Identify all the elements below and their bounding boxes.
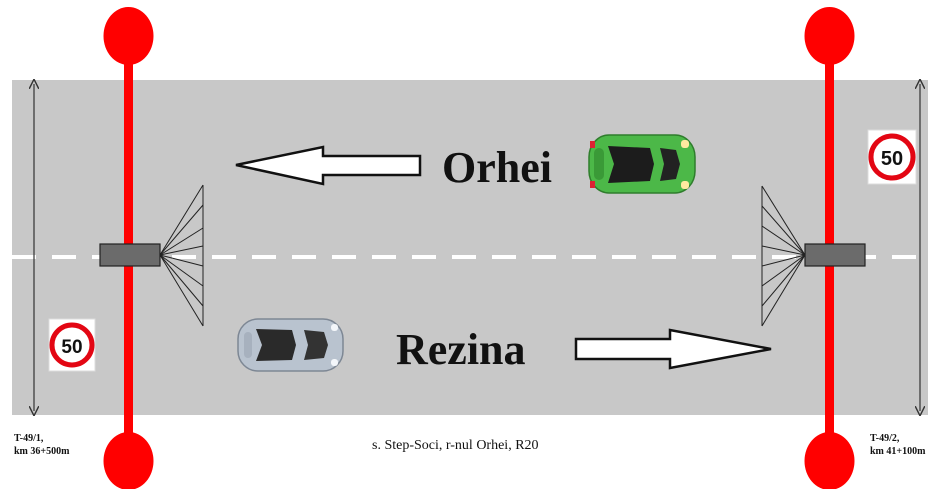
left-station-km: km 36+500m bbox=[14, 446, 70, 457]
left-direction-arrow bbox=[235, 145, 422, 186]
left-station-label: T-49/1, km 36+500m bbox=[14, 432, 69, 458]
direction-label-lower: Rezina bbox=[396, 325, 526, 374]
left-radar-sensor bbox=[99, 243, 161, 267]
right-direction-arrow bbox=[574, 328, 772, 370]
location-label: s. Step-Soci, r-nul Orhei, R20 bbox=[372, 438, 539, 453]
right-station-km: km 41+100m bbox=[870, 446, 926, 457]
left-radar-beam bbox=[159, 184, 204, 327]
speed-limit-value-left: 50 bbox=[61, 337, 82, 358]
speed-limit-value-right: 50 bbox=[881, 148, 903, 170]
right-station-code: T-49/2, bbox=[870, 433, 900, 444]
speed-limit-sign-left: 50 bbox=[48, 318, 96, 372]
right-radar-sensor bbox=[804, 243, 866, 267]
right-station-label: T-49/2, km 41+100m bbox=[870, 432, 925, 458]
left-station-code: T-49/1, bbox=[14, 433, 44, 444]
silver-car bbox=[237, 318, 344, 372]
speed-limit-sign-right: 50 bbox=[867, 129, 917, 185]
direction-label-upper: Orhei bbox=[442, 143, 552, 192]
green-car bbox=[588, 134, 696, 194]
right-radar-beam bbox=[761, 185, 806, 327]
